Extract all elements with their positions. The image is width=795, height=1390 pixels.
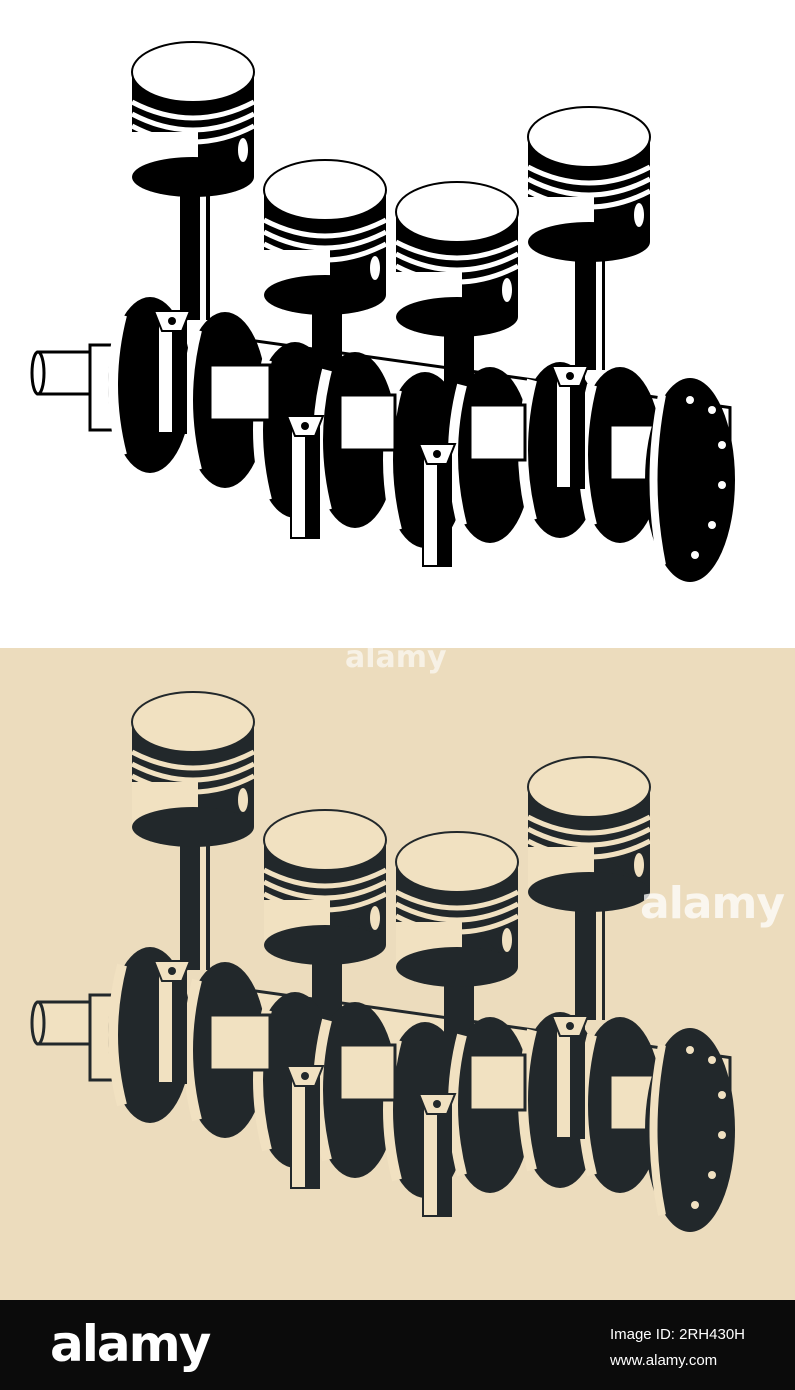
top-illustration-panel [0, 0, 795, 648]
image-meta: Image ID: 2RH430H www.alamy.com [610, 1322, 745, 1374]
image-id: Image ID: 2RH430H [609, 1326, 745, 1343]
watermark-center: alamy [640, 878, 785, 929]
alamy-logo[interactable]: alamy [50, 1315, 211, 1373]
engine-drawing-black [0, 0, 795, 648]
watermark-top: alamy [345, 648, 447, 675]
bottom-illustration-panel: alamy alamy [0, 648, 795, 1300]
stock-footer: alamy Image ID: 2RH430H www.alamy.com [0, 1300, 795, 1390]
engine-drawing-sepia [0, 648, 795, 1300]
site-link[interactable]: www.alamy.com [609, 1352, 718, 1369]
